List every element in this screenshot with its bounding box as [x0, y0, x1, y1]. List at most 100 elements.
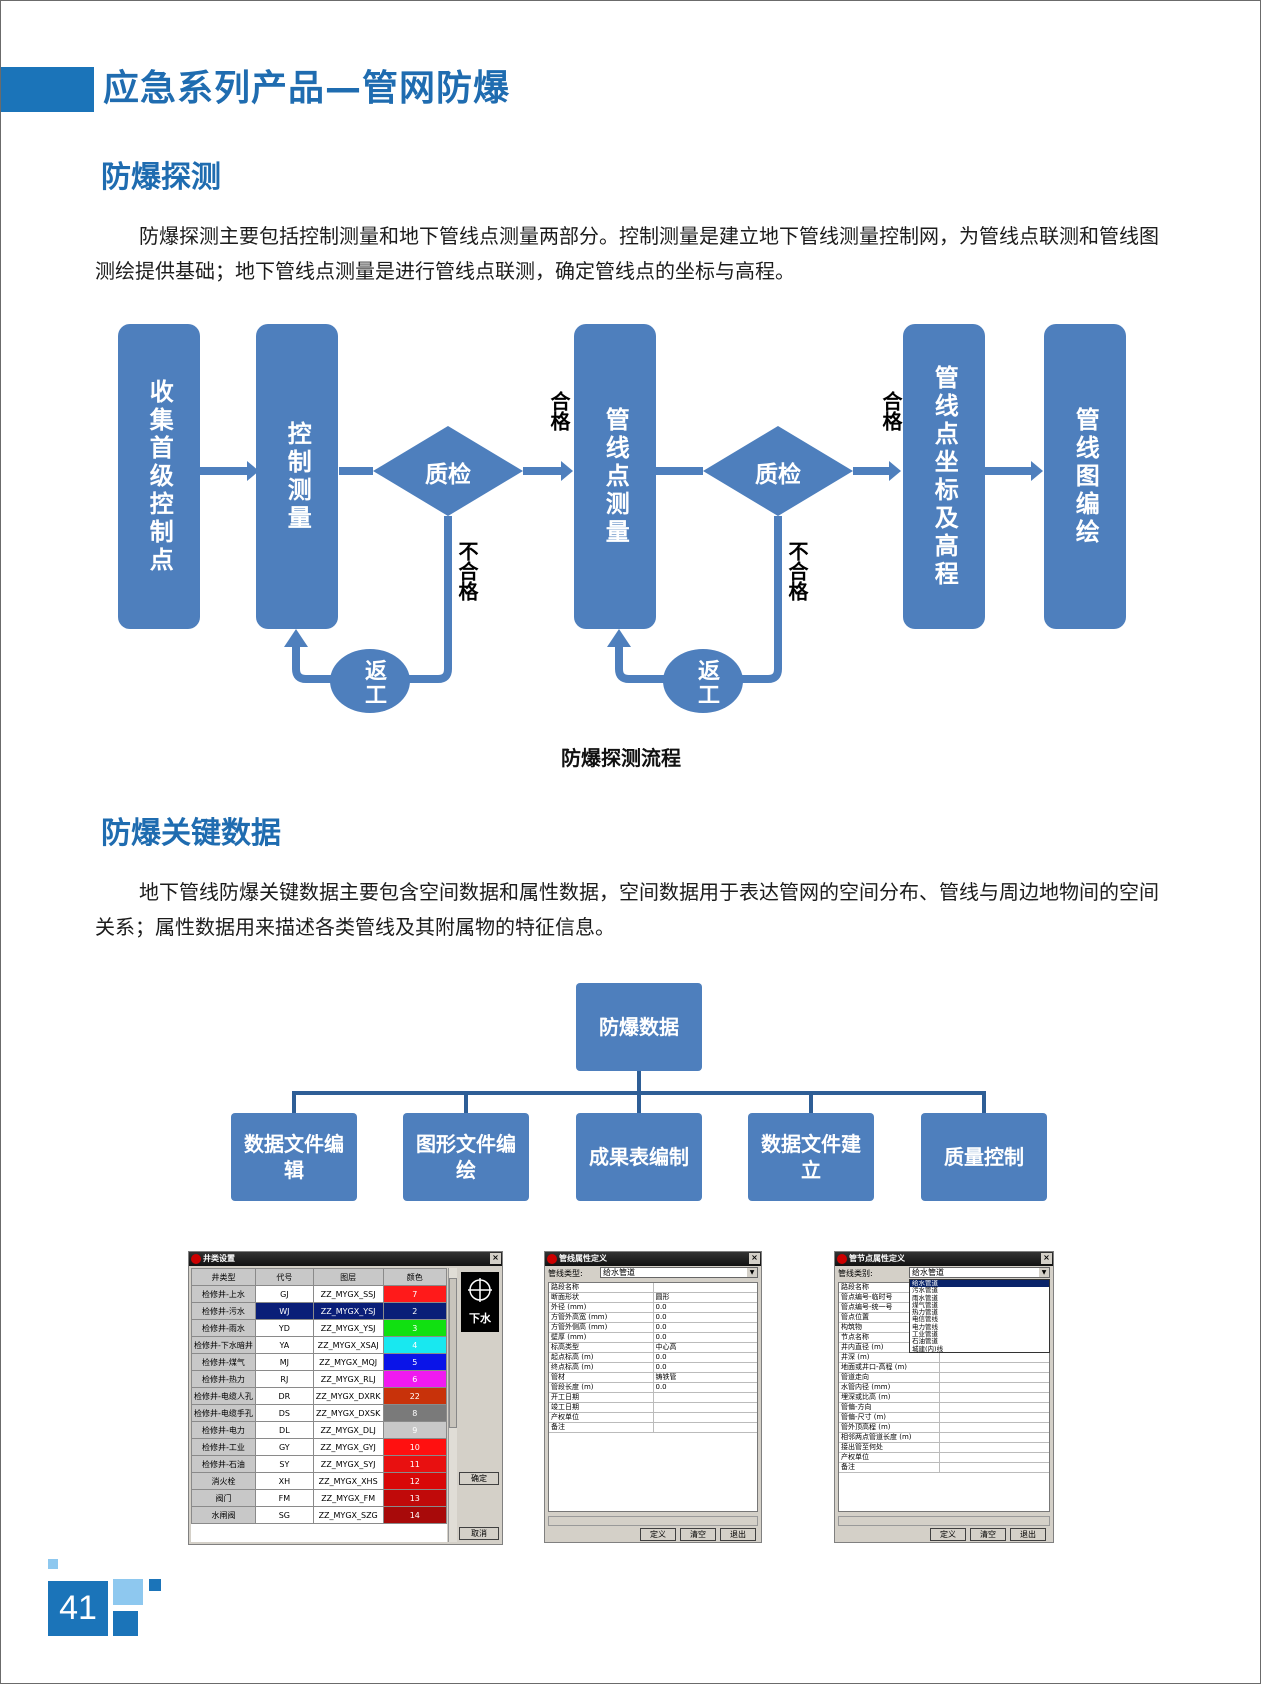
chevron-down-icon[interactable]: ▼ — [1039, 1268, 1049, 1277]
property-value[interactable] — [939, 1462, 1049, 1473]
property-value[interactable] — [939, 1412, 1049, 1423]
property-value[interactable]: 0.0 — [652, 1382, 757, 1393]
define-button[interactable]: 定义 — [640, 1528, 676, 1541]
layer-cell[interactable]: ZZ_MYGX_MQJ — [312, 1353, 384, 1371]
exit-button[interactable]: 退出 — [720, 1528, 756, 1541]
property-row[interactable]: 管道走向 — [839, 1372, 1049, 1383]
property-row[interactable]: 路段名称 — [549, 1283, 757, 1293]
clear-button[interactable]: 清空 — [680, 1528, 716, 1541]
property-row[interactable]: 管偏-方向 — [839, 1402, 1049, 1413]
col-header-code[interactable]: 代号 — [254, 1268, 314, 1286]
property-value[interactable]: 0.0 — [652, 1302, 757, 1313]
cancel-button[interactable]: 取消 — [459, 1527, 499, 1540]
type-cell[interactable]: 消火栓 — [191, 1472, 256, 1490]
property-value[interactable] — [939, 1382, 1049, 1393]
property-row[interactable]: 起点标高 (m)0.0 — [549, 1352, 757, 1363]
property-value[interactable] — [652, 1392, 757, 1403]
property-value[interactable]: 中心高 — [652, 1342, 757, 1353]
dropdown-option[interactable]: 城建(内)线 — [912, 1344, 944, 1353]
dropdown-option[interactable]: 电信管线 — [912, 1315, 938, 1324]
layer-cell[interactable]: ZZ_MYGX_SYJ — [312, 1455, 384, 1473]
layer-cell[interactable]: ZZ_MYGX_GYJ — [312, 1438, 384, 1456]
property-row[interactable]: 终点标高 (m)0.0 — [549, 1362, 757, 1373]
col-header-layer[interactable]: 图层 — [312, 1268, 384, 1286]
property-value[interactable] — [939, 1392, 1049, 1403]
exit-button[interactable]: 退出 — [1010, 1528, 1046, 1541]
property-value[interactable] — [939, 1402, 1049, 1413]
color-cell[interactable]: 14 — [382, 1506, 447, 1524]
layer-cell[interactable]: ZZ_MYGX_DLJ — [312, 1421, 384, 1439]
layer-cell[interactable]: ZZ_MYGX_YSJ — [312, 1319, 384, 1337]
property-row[interactable]: 产权单位 — [839, 1452, 1049, 1463]
layer-cell[interactable]: ZZ_MYGX_SSJ — [312, 1285, 384, 1303]
property-row[interactable]: 壁厚 (mm)0.0 — [549, 1332, 757, 1343]
property-row[interactable]: 管偏-尺寸 (m) — [839, 1412, 1049, 1423]
property-value[interactable] — [652, 1412, 757, 1423]
property-value[interactable]: 0.0 — [652, 1312, 757, 1323]
property-value[interactable] — [652, 1283, 757, 1293]
property-value[interactable] — [939, 1452, 1049, 1463]
define-button[interactable]: 定义 — [930, 1528, 966, 1541]
type-cell[interactable]: 检修井-电缆手孔 — [191, 1404, 256, 1422]
code-cell[interactable]: GY — [254, 1438, 314, 1456]
type-cell[interactable]: 检修井-煤气 — [191, 1353, 256, 1371]
property-row[interactable]: 井深 (m) — [839, 1352, 1049, 1363]
color-cell[interactable]: 12 — [382, 1472, 447, 1490]
dropdown-option[interactable]: 热力管道 — [912, 1308, 938, 1317]
chevron-down-icon[interactable]: ▼ — [747, 1268, 757, 1277]
property-row[interactable]: 断面形状圆形 — [549, 1292, 757, 1303]
color-cell[interactable]: 6 — [382, 1370, 447, 1388]
property-row[interactable]: 外径 (mm)0.0 — [549, 1302, 757, 1313]
property-row[interactable]: 管外顶高程 (m) — [839, 1422, 1049, 1433]
type-cell[interactable]: 检修井-污水 — [191, 1302, 256, 1320]
dropdown-option[interactable]: 工业管道 — [912, 1330, 938, 1339]
property-row[interactable]: 方管外侧高 (mm)0.0 — [549, 1322, 757, 1333]
close-icon[interactable]: × — [749, 1253, 760, 1264]
code-cell[interactable]: SY — [254, 1455, 314, 1473]
property-row[interactable]: 标高类型中心高 — [549, 1342, 757, 1353]
property-row[interactable]: 管材铸铁管 — [549, 1372, 757, 1383]
property-row[interactable]: 接出管至何处 — [839, 1442, 1049, 1453]
type-cell[interactable]: 检修井-工业 — [191, 1438, 256, 1456]
code-cell[interactable]: WJ — [254, 1302, 314, 1320]
property-row[interactable]: 水管内径 (mm) — [839, 1382, 1049, 1393]
color-cell[interactable]: 22 — [382, 1387, 447, 1405]
property-value[interactable]: 0.0 — [652, 1362, 757, 1373]
property-value[interactable]: 0.0 — [652, 1322, 757, 1333]
code-cell[interactable]: GJ — [254, 1285, 314, 1303]
property-row[interactable]: 竣工日期 — [549, 1402, 757, 1413]
pipe-category-dropdown[interactable]: 给水管道污水管道雨水管道煤气管道热力管道电信管线电力管线工业管道石油管道城建(内… — [909, 1279, 1050, 1353]
color-cell[interactable]: 2 — [382, 1302, 447, 1320]
property-row[interactable]: 地面或井口-高程 (m) — [839, 1362, 1049, 1373]
code-cell[interactable]: YA — [254, 1336, 314, 1354]
dropdown-option[interactable]: 雨水管道 — [912, 1293, 938, 1302]
color-cell[interactable]: 4 — [382, 1336, 447, 1354]
layer-cell[interactable]: ZZ_MYGX_YSJ — [312, 1302, 384, 1320]
pipeline-type-select[interactable]: 给水管道 ▼ — [600, 1267, 758, 1278]
dropdown-option[interactable]: 煤气管道 — [912, 1300, 938, 1309]
property-row[interactable]: 开工日期 — [549, 1392, 757, 1403]
property-value[interactable] — [939, 1442, 1049, 1453]
dropdown-option[interactable]: 电力管线 — [912, 1322, 938, 1331]
close-icon[interactable]: × — [1041, 1253, 1052, 1264]
color-cell[interactable]: 10 — [382, 1438, 447, 1456]
property-value[interactable]: 铸铁管 — [652, 1372, 757, 1383]
code-cell[interactable]: MJ — [254, 1353, 314, 1371]
property-row[interactable]: 产权单位 — [549, 1412, 757, 1423]
color-cell[interactable]: 11 — [382, 1455, 447, 1473]
layer-cell[interactable]: ZZ_MYGX_FM — [312, 1489, 384, 1507]
code-cell[interactable]: DR — [254, 1387, 314, 1405]
color-cell[interactable]: 8 — [382, 1404, 447, 1422]
layer-cell[interactable]: ZZ_MYGX_DXSK — [312, 1404, 384, 1422]
property-row[interactable]: 备注 — [549, 1422, 757, 1433]
property-value[interactable]: 圆形 — [652, 1292, 757, 1303]
close-icon[interactable]: × — [490, 1253, 501, 1264]
code-cell[interactable]: DL — [254, 1421, 314, 1439]
property-row[interactable]: 相邻两点管道长度 (m) — [839, 1432, 1049, 1443]
